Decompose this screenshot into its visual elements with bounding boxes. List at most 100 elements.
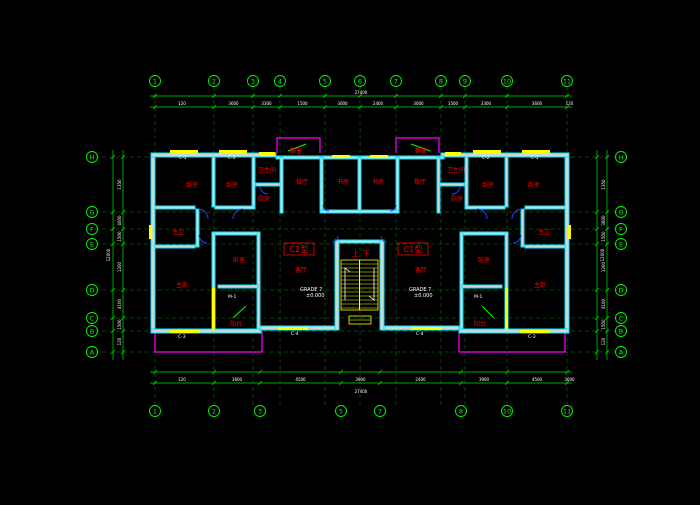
axis-label: 8 (439, 77, 443, 85)
axis-label: C (619, 314, 624, 322)
axis-bubble: 1 (149, 75, 161, 87)
axis-bubble: H (86, 151, 98, 163)
room-label-bath-left: 主卫 (172, 228, 184, 236)
axis-bubble: 7 (374, 405, 386, 417)
axis-bubble: 9 (459, 75, 471, 87)
axis-label: E (619, 240, 623, 248)
room-label-living-right: 客厅 (415, 266, 427, 274)
axis-label: G (618, 208, 623, 216)
dimension-text: 2400 (415, 377, 426, 382)
dimension-text: 3900 (479, 377, 490, 382)
axis-label: B (90, 327, 94, 335)
axis-label: A (619, 348, 624, 356)
axis-bubble: 10 (501, 75, 513, 87)
room-label-bedroom-left-2: 卧室 (226, 181, 238, 189)
room-label-living-left: 客厅 (295, 266, 307, 274)
axis-label: 2 (212, 407, 216, 415)
dimension-text: 1500 (601, 231, 606, 242)
axis-label: 10 (503, 407, 511, 415)
unit-c1-mark: GRADE 7 (409, 287, 431, 293)
axis-bubble: 8 (455, 405, 467, 417)
axis-bubble: E (615, 238, 627, 250)
room-label-kitchen-right: 厨房 (451, 195, 463, 203)
window-tags: C-1 C-2 C-2 C-1 C-3 C-3 C-4 C-4 M-1 M-1 (178, 155, 539, 340)
dimension-text: 4500 (532, 377, 543, 382)
room-label-dining-left: 餐厅 (296, 178, 308, 186)
room-label-study-right: 书房 (372, 178, 384, 186)
dimension-text: 1350 (601, 179, 606, 190)
dimension-text: 4100 (117, 298, 122, 309)
dimension-text: 1500 (117, 319, 122, 330)
axis-bubble: 2 (208, 75, 220, 87)
axis-label: F (619, 225, 623, 233)
axis-label: H (619, 153, 624, 161)
axis-bubble: 7 (390, 75, 402, 87)
axis-bubbles-right: H G FE D CB A (615, 151, 627, 358)
axis-bubble: B (86, 325, 98, 337)
room-label-bay-left: 飘窗 (290, 147, 302, 155)
axis-bubble: D (86, 284, 98, 296)
axis-bubble: 1 (149, 405, 161, 417)
axis-bubble: 5 (319, 75, 331, 87)
dimension-text: 3600 (232, 377, 243, 382)
room-label-master-right: 主卧 (534, 281, 546, 289)
window-tag: M-1 (228, 294, 237, 300)
room-label-bay-right: 飘窗 (415, 147, 427, 155)
room-label-kitchen-left: 厨房 (258, 195, 270, 203)
window-tag: C-4 (416, 331, 424, 337)
dimension-ticks (110, 93, 610, 386)
dimension-text: 3600 (601, 215, 606, 226)
dimension-text: 1350 (117, 179, 122, 190)
axis-label: A (90, 348, 95, 356)
dimension-text: 1200 (117, 261, 122, 272)
dimension-text: 3600 (564, 377, 575, 382)
axis-bubble: F (86, 223, 98, 235)
axis-label: 9 (463, 77, 467, 85)
axis-label: 2 (212, 77, 216, 85)
dimension-text: 120 (117, 337, 122, 345)
axis-bubble: B (615, 325, 627, 337)
room-label-bedroom-left: 卧室 (186, 181, 198, 189)
axis-label: F (90, 225, 94, 233)
axis-bubble: G (86, 206, 98, 218)
dimension-text: 4000 (117, 215, 122, 226)
axis-label: D (89, 286, 94, 294)
axis-bubble: D (615, 284, 627, 296)
axis-label: B (619, 327, 623, 335)
dimension-text: 1500 (117, 231, 122, 242)
axis-bubble: 10 (501, 405, 513, 417)
balconies (154, 137, 566, 353)
axis-bubble: A (615, 346, 627, 358)
room-label-bedroom-mid-left: 卧室 (233, 256, 245, 264)
dimension-text: 120 (601, 337, 606, 345)
axis-bubble: G (615, 206, 627, 218)
dimension-segments-left: 1350 4000 1500 1200 4100 1500 120 (117, 179, 122, 345)
axis-bubble: F (615, 223, 627, 235)
dimension-text: 3000 (413, 101, 424, 106)
window-tag: C-1 (179, 155, 187, 161)
axis-label: 5 (323, 77, 327, 85)
axis-bubble: C (86, 312, 98, 324)
dimension-text: 4100 (601, 298, 606, 309)
window-tag: C-4 (291, 331, 299, 337)
axis-bubble: 8 (435, 75, 447, 87)
dimension-text: 120 (566, 101, 574, 106)
axis-label: E (90, 240, 94, 248)
dimension-text: 3300 (481, 101, 492, 106)
axis-label: G (89, 208, 94, 216)
axis-label: 11 (563, 77, 571, 85)
window-tag: C-3 (178, 334, 186, 340)
room-label-bedroom-right-2: 卧室 (528, 181, 540, 189)
axis-label: 11 (563, 407, 571, 415)
window-tag: C-2 (482, 155, 490, 161)
window-tag: C-2 (228, 155, 236, 161)
axis-label: 5 (339, 407, 343, 415)
doors (197, 185, 523, 244)
axis-bubble: 5 (335, 405, 347, 417)
room-label-bedroom-mid-right: 卧室 (478, 256, 490, 264)
